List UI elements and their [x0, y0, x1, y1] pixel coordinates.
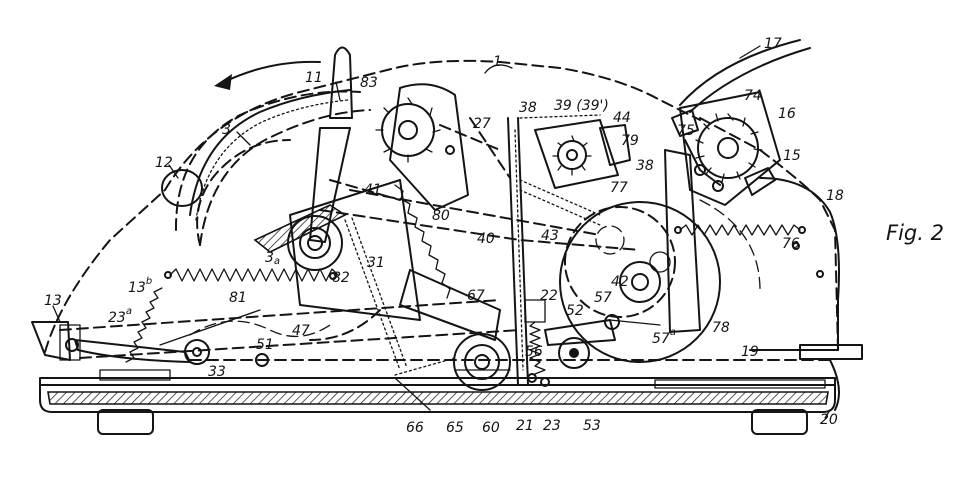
- label-13: 13: [44, 293, 62, 309]
- label-82: 82: [332, 270, 350, 286]
- label-77: 77: [610, 180, 628, 196]
- label-43: 43: [541, 228, 559, 244]
- figure-caption: Fig. 2: [886, 221, 944, 245]
- label-78: 78: [712, 320, 730, 336]
- foot-left: [97, 409, 154, 435]
- label-40: 40: [477, 231, 495, 247]
- key-13: [31, 321, 81, 361]
- label-20: 20: [820, 412, 838, 428]
- label-19: 19: [741, 344, 759, 360]
- label-75: 75: [677, 123, 695, 139]
- label-23: 23: [543, 418, 561, 434]
- label-21: 21: [516, 418, 534, 434]
- top-band: [519, 114, 601, 119]
- label-60: 60: [482, 420, 500, 436]
- label-57: 57: [594, 290, 612, 306]
- hatched-arm-3: [253, 204, 347, 253]
- label-79: 79: [621, 133, 639, 149]
- label-15: 15: [783, 148, 801, 164]
- knob-12: [161, 169, 203, 207]
- label-22: 22: [540, 288, 558, 304]
- bar-27: [439, 117, 511, 179]
- label-27: 27: [473, 116, 491, 132]
- lever-right: [664, 149, 761, 333]
- label-81: 81: [229, 290, 247, 306]
- catch-15: [744, 167, 776, 196]
- label-44: 44: [613, 110, 631, 126]
- leader-lines: [52, 45, 831, 419]
- label-3: 3: [222, 122, 231, 138]
- direction-arrow: [214, 60, 321, 90]
- label-1: 1: [493, 54, 502, 70]
- label-76: 76: [782, 236, 800, 252]
- cam-42: [595, 225, 671, 273]
- slide-47: [159, 309, 331, 346]
- label-31: 31: [367, 255, 385, 271]
- pawl-75: [684, 139, 724, 192]
- label-67: 67: [467, 288, 485, 304]
- wheel-78: [559, 201, 721, 363]
- spring-22: [524, 299, 550, 387]
- rack-31: [344, 217, 408, 371]
- lever-11: [309, 46, 353, 243]
- label-17: 17: [764, 36, 782, 52]
- label-16: 16: [778, 106, 796, 122]
- arm-52: [544, 319, 616, 346]
- label-12: 12: [155, 155, 173, 171]
- label-66: 66: [406, 420, 424, 436]
- box-39: [534, 119, 619, 189]
- reference-labels: 1 3 3a 11 12 13 13b 23a 15 16 17 18 19 2…: [44, 36, 844, 436]
- label-42: 42: [611, 274, 629, 290]
- plate-38: [507, 117, 529, 386]
- bracket-79: [599, 124, 631, 166]
- spring-81: [164, 268, 339, 282]
- label-33: 33: [208, 364, 226, 380]
- link-41: [329, 179, 401, 201]
- label-52: 52: [566, 303, 584, 319]
- sector-gear-80: [289, 179, 451, 321]
- label-3a: 3a: [265, 250, 280, 267]
- label-38a: 38: [519, 100, 537, 116]
- arm-43: [519, 179, 601, 226]
- tape-17: [679, 39, 811, 113]
- label-41: 41: [364, 182, 382, 198]
- label-57a: 57a: [652, 327, 676, 347]
- label-83: 83: [360, 75, 378, 91]
- roller-60: [453, 333, 511, 391]
- ratchet-74: [695, 113, 763, 183]
- label-65: 65: [446, 420, 464, 436]
- label-18: 18: [826, 188, 844, 204]
- slot-57a: [604, 314, 661, 330]
- label-39: 39 (39'): [554, 98, 609, 114]
- gear-83: [375, 97, 441, 163]
- label-11: 11: [305, 70, 323, 86]
- end-cap-20: [799, 344, 863, 411]
- dashed-circle-sector: [196, 139, 381, 341]
- label-38b: 38: [636, 158, 654, 174]
- belt-66: [394, 357, 456, 411]
- label-47: 47: [292, 323, 310, 339]
- carriage-arc-3: [189, 89, 351, 221]
- spring-13b: [125, 287, 163, 363]
- link-40: [319, 189, 641, 251]
- right-casing-18: [749, 177, 840, 351]
- foot-right: [751, 409, 808, 435]
- upper-plate: [389, 83, 469, 211]
- label-53: 53: [583, 418, 601, 434]
- label-74: 74: [744, 88, 762, 104]
- label-23a: 23a: [108, 306, 132, 326]
- label-80: 80: [432, 208, 450, 224]
- label-56: 56: [525, 344, 543, 360]
- base-rail: [99, 369, 826, 389]
- label-51: 51: [256, 337, 274, 353]
- housing-16: [671, 91, 781, 206]
- long-dash-links: [59, 299, 831, 361]
- spring-76: [674, 224, 806, 236]
- label-13b: 13b: [128, 276, 152, 296]
- roller-53: [558, 337, 590, 369]
- lever-67: [399, 269, 501, 341]
- base-plate: [39, 377, 836, 413]
